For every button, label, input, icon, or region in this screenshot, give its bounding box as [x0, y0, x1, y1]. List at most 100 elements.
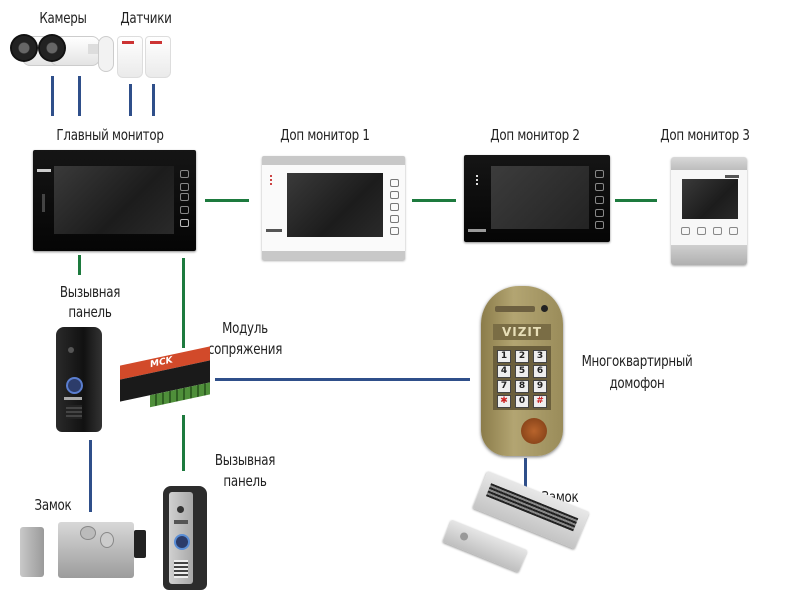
key-icon[interactable] — [595, 209, 604, 217]
rfid-reader-icon[interactable] — [521, 418, 547, 444]
brand-mark — [725, 175, 739, 178]
label-extra-monitor-1: Доп монитор 1 — [280, 126, 370, 144]
monitor-button-icon[interactable] — [595, 183, 604, 191]
monitor-button-icon[interactable] — [180, 183, 189, 191]
line-main-to-module — [182, 258, 185, 348]
camera-mount-plate — [98, 36, 114, 72]
main-monitor — [33, 150, 196, 251]
brand-mark — [468, 229, 486, 232]
line-call-panel-1-to-lock — [89, 440, 92, 512]
extra-monitor-2 — [464, 155, 610, 242]
label-interface-module-line1: Модуль — [222, 319, 268, 337]
line-intercom-to-lock — [524, 458, 527, 496]
phone-icon[interactable] — [390, 203, 399, 211]
keypad-key[interactable]: 1 — [497, 350, 511, 363]
line-main-to-call-panel-1 — [78, 255, 81, 275]
keypad-key[interactable]: 7 — [497, 380, 511, 393]
line-camera-1 — [51, 76, 54, 116]
monitor-button-icon[interactable] — [180, 206, 189, 214]
intercom-brand: VIZIT — [493, 324, 551, 340]
lock-body — [58, 522, 134, 578]
phone-icon[interactable] — [729, 227, 738, 235]
key-cylinder-icon — [80, 526, 96, 540]
keypad-key[interactable]: 3 — [533, 350, 547, 363]
lock-2-armature — [442, 519, 528, 573]
keypad-key[interactable]: 5 — [515, 365, 529, 378]
monitor-button-icon[interactable] — [180, 170, 189, 178]
extra-monitor-3 — [671, 157, 747, 265]
speaker-slot — [174, 520, 188, 524]
keypad-key[interactable]: 9 — [533, 380, 547, 393]
call-panel-1 — [56, 327, 102, 432]
label-extra-monitor-3: Доп монитор 3 — [660, 126, 750, 144]
brand-mark — [266, 229, 282, 232]
latch-bolt — [134, 530, 146, 558]
call-panel-2 — [163, 486, 207, 590]
brand-mark — [37, 169, 51, 172]
line-module-to-call-panel-2 — [182, 415, 185, 471]
monitor-button-icon[interactable] — [697, 227, 706, 235]
line-main-to-extra-1 — [205, 199, 249, 202]
indicator-leds — [270, 175, 274, 185]
cameras-group — [8, 30, 114, 80]
camera-lens-icon — [177, 506, 184, 513]
label-apartment-intercom-line2: домофон — [609, 374, 665, 392]
line-extra-1-to-extra-2 — [412, 199, 456, 202]
indicator-leds — [476, 175, 480, 185]
line-sensor-1 — [129, 84, 132, 116]
sensor-1 — [117, 36, 143, 78]
call-button-icon[interactable] — [66, 377, 83, 394]
mounting-hole — [458, 531, 470, 542]
monitor-button-icon[interactable] — [180, 193, 189, 201]
extra-monitor-2-screen — [491, 166, 589, 229]
interface-module: MCK — [120, 346, 210, 415]
key-icon[interactable] — [713, 227, 722, 235]
monitor-button-icon[interactable] — [681, 227, 690, 235]
keypad-key[interactable]: 6 — [533, 365, 547, 378]
camera-lens-icon — [68, 347, 74, 353]
key-icon[interactable] — [390, 215, 399, 223]
line-sensor-2 — [152, 84, 155, 116]
label-call-panel-2-line1: Вызывная — [214, 451, 276, 469]
keypad-key[interactable]: 0 — [515, 395, 529, 408]
monitor-button-icon[interactable] — [595, 221, 604, 229]
strike-plate — [20, 527, 44, 577]
speaker-grille — [66, 405, 82, 419]
speaker-slot — [42, 194, 45, 212]
menu-grid-icon[interactable] — [180, 219, 189, 227]
extra-monitor-1-screen — [287, 173, 383, 237]
speaker-grille — [174, 560, 188, 578]
keypad-key-hash[interactable]: # — [533, 395, 547, 408]
label-main-monitor: Главный монитор — [56, 126, 164, 144]
monitor-button-icon[interactable] — [390, 191, 399, 199]
camera-2-lens-icon — [38, 34, 66, 62]
keypad-key-star[interactable]: ✱ — [497, 395, 511, 408]
camera-lens-icon — [541, 305, 548, 312]
phone-icon[interactable] — [595, 196, 604, 204]
monitor-bottom-trim — [671, 245, 747, 265]
label-cameras: Камеры — [39, 9, 87, 27]
line-module-to-intercom — [215, 378, 470, 381]
line-extra-2-to-extra-3 — [615, 199, 657, 202]
camera-mount — [88, 44, 100, 54]
label-lock-1: Замок — [34, 496, 72, 514]
extra-monitor-1 — [262, 156, 405, 260]
knob-icon — [100, 532, 114, 548]
keypad-key[interactable]: 8 — [515, 380, 529, 393]
keypad-key[interactable]: 4 — [497, 365, 511, 378]
monitor-button-icon[interactable] — [390, 179, 399, 187]
sensor-2 — [145, 36, 171, 78]
monitor-button-icon[interactable] — [595, 170, 604, 178]
label-extra-monitor-2: Доп монитор 2 — [490, 126, 580, 144]
monitor-top-trim — [671, 157, 747, 170]
label-interface-module-line2: сопряжения — [207, 340, 283, 358]
label-call-panel-2-line2: панель — [223, 472, 267, 490]
label-apartment-intercom-line1: Многоквартирный — [581, 352, 693, 370]
extra-monitor-3-screen — [682, 179, 738, 219]
keypad-key[interactable]: 2 — [515, 350, 529, 363]
speaker-slot — [495, 306, 535, 312]
brand-mark — [64, 397, 82, 400]
monitor-button-icon[interactable] — [390, 227, 399, 235]
call-button-icon[interactable] — [174, 534, 190, 550]
camera-1-lens-icon — [10, 34, 38, 62]
